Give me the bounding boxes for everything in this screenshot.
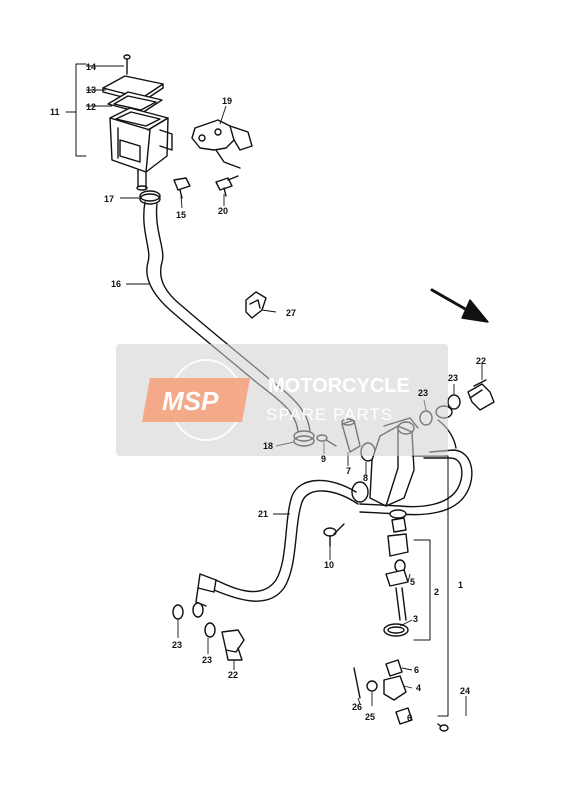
label-19: 19 xyxy=(222,96,232,106)
label-22-upper: 22 xyxy=(476,356,486,366)
label-6-lower: 6 xyxy=(407,713,412,723)
label-1: 1 xyxy=(458,580,463,590)
bolt-15 xyxy=(173,177,191,199)
watermark-logo: MSP xyxy=(162,386,219,416)
washer-23-lower-b xyxy=(204,622,216,638)
watermark: MSP MOTORCYCLE SPARE PARTS xyxy=(116,344,448,456)
label-4: 4 xyxy=(416,683,421,693)
clamp-17 xyxy=(139,190,161,205)
label-24: 24 xyxy=(460,686,470,696)
label-8: 8 xyxy=(363,473,368,483)
label-9: 9 xyxy=(321,454,326,464)
watermark-line2: SPARE PARTS xyxy=(266,405,393,424)
bolt-10 xyxy=(323,523,345,547)
label-21: 21 xyxy=(258,509,268,519)
label-13: 13 xyxy=(86,85,96,95)
piston-kit xyxy=(383,509,409,637)
label-23-lower-b: 23 xyxy=(202,655,212,665)
label-5: 5 xyxy=(410,577,415,587)
label-14: 14 xyxy=(86,62,96,72)
label-27: 27 xyxy=(286,308,296,318)
label-2: 2 xyxy=(434,587,439,597)
washer-23-lower-a xyxy=(172,604,184,620)
label-25: 25 xyxy=(365,712,375,722)
bracket-19 xyxy=(191,119,253,169)
bracket-2 xyxy=(413,539,431,641)
label-26: 26 xyxy=(352,702,362,712)
label-10: 10 xyxy=(324,560,334,570)
bolt-20 xyxy=(215,175,239,197)
label-11: 11 xyxy=(50,107,60,117)
label-12: 12 xyxy=(86,102,96,112)
watermark-panel xyxy=(116,344,448,456)
label-7: 7 xyxy=(346,466,351,476)
label-3: 3 xyxy=(413,614,418,624)
label-23-upper-b: 23 xyxy=(448,373,458,383)
label-18: 18 xyxy=(263,441,273,451)
watermark-logo-badge xyxy=(142,378,250,422)
direction-arrow xyxy=(430,288,489,323)
reservoir-assembly xyxy=(102,54,173,191)
bracket-11 xyxy=(65,63,87,157)
label-6-upper: 6 xyxy=(414,665,419,675)
banjo-bolt-22-upper xyxy=(467,379,495,411)
part-labels: 14 13 12 11 19 17 15 20 16 27 22 23 23 1… xyxy=(50,62,486,723)
label-17: 17 xyxy=(104,194,114,204)
label-15: 15 xyxy=(176,210,186,220)
watermark-line1: MOTORCYCLE xyxy=(268,375,410,397)
banjo-bolt-22-lower xyxy=(221,629,245,661)
washer-23-upper-b xyxy=(447,394,461,410)
hose-21 xyxy=(192,405,473,618)
clevis-assembly xyxy=(353,659,449,732)
parts-drawing xyxy=(65,54,495,732)
label-16: 16 xyxy=(111,279,121,289)
label-23-upper-a: 23 xyxy=(418,388,428,398)
label-20: 20 xyxy=(218,206,228,216)
label-23-lower-a: 23 xyxy=(172,640,182,650)
label-22-lower: 22 xyxy=(228,670,238,680)
